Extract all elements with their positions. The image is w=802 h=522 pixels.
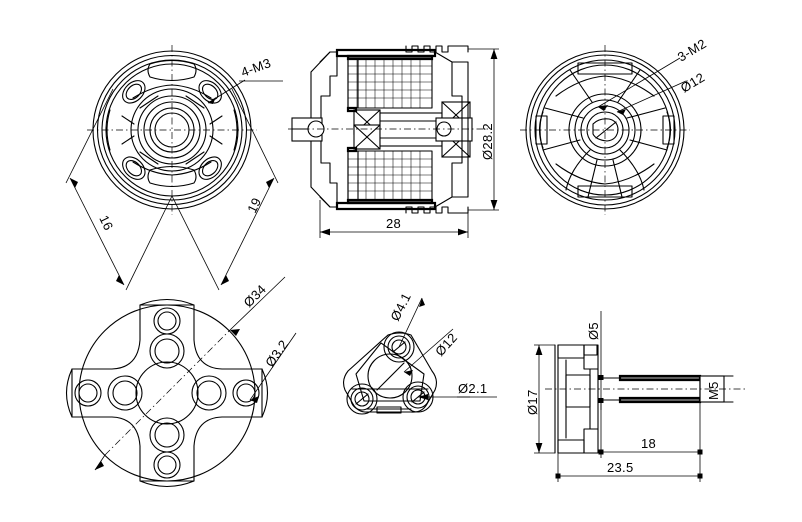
label-dia-12-top: Ø12: [678, 70, 708, 96]
label-dia-28-2: Ø28.2: [480, 123, 495, 160]
radial-rib-group: [121, 115, 223, 145]
winding-hatch-upper: [348, 58, 432, 108]
bearing-lower: [353, 124, 381, 150]
view-mounting-cross: Ø34 Ø3.2: [65, 276, 297, 488]
mounting-boss-group: [122, 80, 222, 180]
label-dim-18: 18: [641, 436, 656, 451]
label-m5: M5: [706, 381, 721, 400]
label-dia-4-1: Ø4.1: [387, 290, 414, 323]
adapter-hole-group: [346, 331, 434, 415]
label-dia-12-bottom: Ø12: [432, 330, 460, 359]
spoke-group: [542, 69, 668, 198]
label-dia-34: Ø34: [241, 281, 270, 310]
label-dia-3-2: Ø3.2: [262, 337, 291, 370]
label-dia-17: Ø17: [525, 390, 540, 415]
label-dia-5: Ø5: [586, 322, 601, 340]
label-4-m3: 4-M3: [239, 55, 273, 80]
view-front-end: 4-M3 16 19: [65, 45, 283, 291]
winding-hatch-lower: [348, 151, 432, 201]
label-dim-16: 16: [96, 213, 116, 233]
view-cross-section: 28 Ø28.2: [288, 45, 499, 238]
inner-hole-group: [107, 333, 227, 453]
view-shaft-side: Ø5 Ø17 M5 18 23.5: [525, 311, 745, 482]
label-3-m2: 3-M2: [675, 36, 709, 65]
edge-detail: [405, 45, 469, 214]
label-dim-19: 19: [244, 195, 264, 215]
label-dia-2-1: Ø2.1: [458, 381, 487, 396]
label-dim-28: 28: [386, 216, 401, 231]
view-rear-end: 3-M2 Ø12: [520, 36, 709, 215]
view-prop-adapter: Ø4.1 Ø12 Ø2.1: [342, 290, 497, 415]
label-dim-23-5: 23.5: [607, 460, 634, 475]
